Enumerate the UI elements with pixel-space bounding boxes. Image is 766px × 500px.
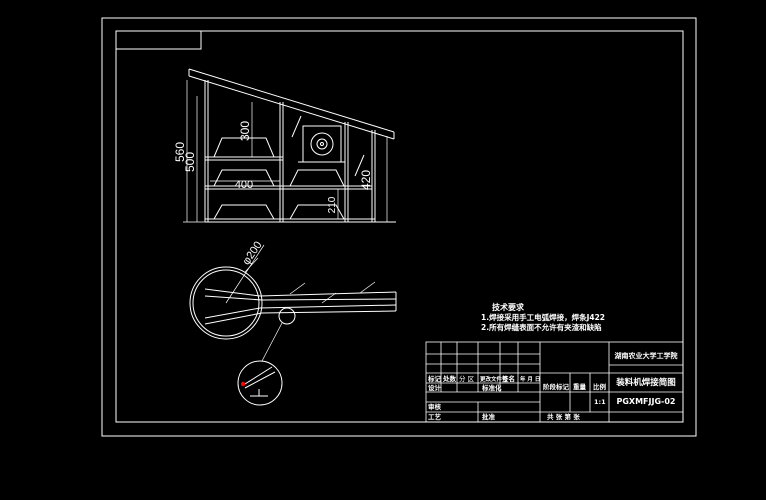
front-view [183,68,396,223]
weld-mark-red [240,381,246,387]
tb-scale-header: 比例 [593,382,607,391]
tb-r3-c1: 审核 [428,402,442,411]
dim-lower-right: 210 [327,196,338,213]
tb-r1-c1: 标记 [427,374,442,383]
dim-right-height: 420 [359,170,373,190]
tb-r1-c5: 签名 [501,374,515,383]
drawing-border [101,17,697,437]
tb-sheet-info: 共 张 第 张 [547,412,580,421]
dim-upper-bay: 300 [238,121,252,141]
tb-r1-c4: 更改文件号 [480,375,508,383]
tb-r1-c2: 处数 [442,374,457,383]
tb-weight: 重量 [573,382,587,391]
tb-r2-c4: 标准化 [481,383,502,392]
dim-lower-height: 500 [183,152,197,172]
tb-r1-c6: 年 月 日 [520,375,540,383]
tb-stage-mark: 阶段标记 [543,382,570,391]
notes-line-1: 1.焊接采用手工电弧焊接，焊条J422 [481,312,605,322]
notes-title: 技术要求 [492,302,525,312]
dim-bay-width: 400 [235,179,253,191]
top-view [189,244,397,362]
tb-r4-c3: 批准 [482,412,496,421]
tb-drawing-name: 装料机焊接简图 [615,377,676,388]
tb-r2-c1: 设计 [428,383,442,392]
tb-r4-c1: 工艺 [428,412,442,421]
title-block [425,341,684,423]
tb-drawing-no: PGXMFJJG-02 [617,397,676,406]
tb-school: 湖南农业大学工学院 [615,351,678,360]
notes-line-2: 2.所有焊缝表面不允许有夹渣和缺陷 [481,322,602,332]
tb-r1-c3: 分 区 [459,374,475,383]
tb-scale-value: 1:1 [594,398,606,406]
dim-overall-height: 560 [173,142,187,162]
detail-view [237,360,283,406]
